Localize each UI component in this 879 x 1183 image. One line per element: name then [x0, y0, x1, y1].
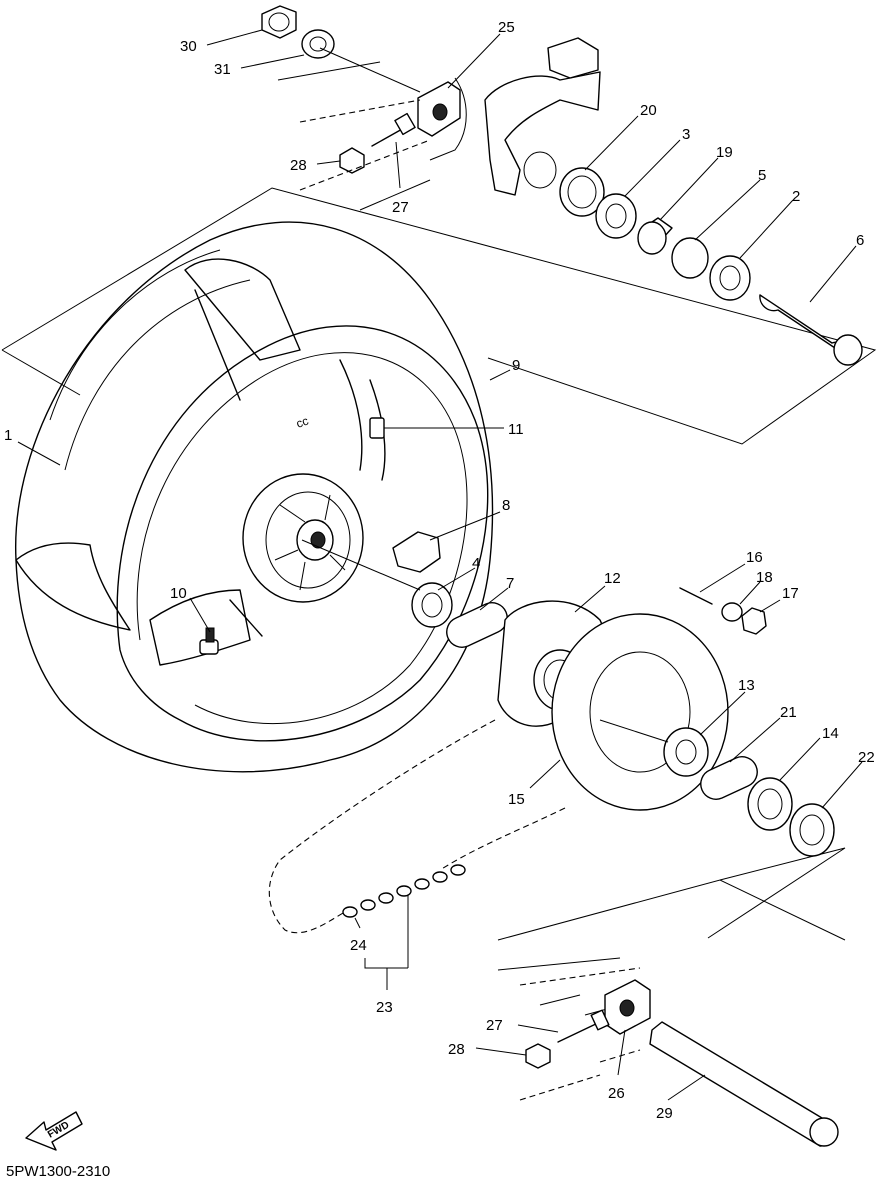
bearing: [595, 193, 637, 239]
callout-31: 31: [214, 61, 231, 78]
callout-22: 22: [858, 749, 875, 766]
callout-6: 6: [856, 232, 864, 249]
balance-weight: [369, 417, 385, 439]
callout-29: 29: [656, 1105, 673, 1122]
callout-16: 16: [746, 549, 763, 566]
callout-4: 4: [472, 555, 480, 572]
callout-12: 12: [604, 570, 621, 587]
callout-10: 10: [170, 585, 187, 602]
callout-17: 17: [782, 585, 799, 602]
callout-14: 14: [822, 725, 839, 742]
callout-30: 30: [180, 38, 197, 55]
callout-13: 13: [738, 677, 755, 694]
callout-1: 1: [4, 427, 12, 444]
fwd-arrow-icon: FWD: [25, 1111, 83, 1151]
oil-seal: [747, 777, 793, 831]
callout-28-lower: 28: [448, 1041, 465, 1058]
collar: [446, 602, 508, 648]
callout-7: 7: [506, 575, 514, 592]
callout-15: 15: [508, 791, 525, 808]
caliper-bracket: [484, 71, 601, 196]
callout-25: 25: [498, 19, 515, 36]
leader-lines: [17, 29, 863, 1101]
oil-seal: [559, 167, 605, 217]
bearing: [709, 255, 751, 301]
callout-labels: 30 31 25 28 27 20 3 19 5 2 6 9 1 11 8 4 …: [4, 19, 875, 1122]
callout-11: 11: [508, 421, 524, 438]
callout-26: 26: [608, 1085, 625, 1102]
chain-joint: [342, 864, 466, 918]
nut: [525, 1043, 551, 1069]
circlip: [671, 237, 709, 279]
diagram-code: 5PW1300-2310: [6, 1163, 110, 1180]
callout-23: 23: [376, 999, 393, 1016]
collar: [700, 756, 758, 800]
callout-8: 8: [502, 497, 510, 514]
axle-nut: [261, 5, 297, 39]
lower-axle-parts: [497, 957, 839, 1147]
callout-9: 9: [512, 357, 520, 374]
bearing: [663, 727, 709, 777]
nut: [339, 147, 365, 174]
assembly-outline: [1, 187, 877, 941]
callout-2: 2: [792, 188, 800, 205]
callout-24: 24: [350, 937, 367, 954]
nut: [741, 607, 767, 635]
washer: [721, 602, 743, 622]
rear-wheel: cc: [15, 221, 494, 773]
oil-seal: [789, 803, 835, 857]
svg-text:cc: cc: [294, 414, 310, 431]
tire-valve: [199, 627, 219, 655]
drive-chain: [268, 719, 566, 934]
upper-axle-parts: [261, 5, 601, 211]
callout-28: 28: [290, 157, 307, 174]
callout-27-lower: 27: [486, 1017, 503, 1034]
callout-20: 20: [640, 102, 657, 119]
callout-19: 19: [716, 144, 733, 161]
callout-5: 5: [758, 167, 766, 184]
bearing: [411, 582, 453, 628]
rear-axle: [649, 1021, 836, 1147]
right-bearing-parts: [559, 167, 863, 366]
callout-21: 21: [780, 704, 797, 721]
speed-sensor-rotor: [392, 531, 441, 573]
callout-18: 18: [756, 569, 773, 586]
middle-parts: [411, 582, 835, 857]
washer: [301, 29, 335, 59]
callout-27: 27: [392, 199, 409, 216]
callout-3: 3: [682, 126, 690, 143]
